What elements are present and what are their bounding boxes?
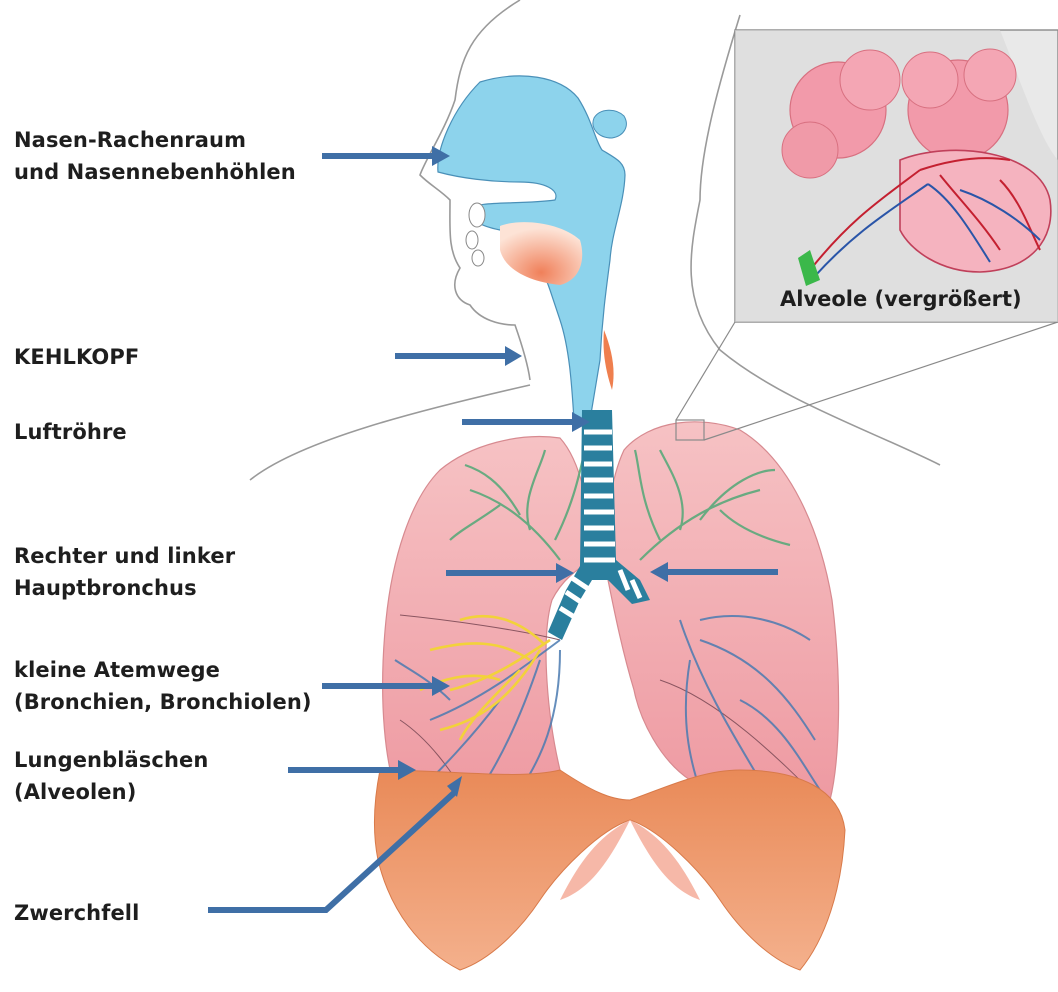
alveole-inset <box>735 30 1058 322</box>
label-alveoli-line2: (Alveolen) <box>14 776 208 808</box>
label-bronchus-line1: Rechter und linker <box>14 540 235 572</box>
label-nasopharynx-line2: und Nasennebenhöhlen <box>14 156 296 188</box>
label-larynx: KEHLKOPF <box>14 341 139 373</box>
label-alveoli: Lungenbläschen (Alveolen) <box>14 744 208 808</box>
upper-airway <box>438 76 627 420</box>
label-small-airways-line1: kleine Atemwege <box>14 654 312 686</box>
label-nasopharynx-line1: Nasen-Rachenraum <box>14 124 296 156</box>
label-small-airways: kleine Atemwege (Bronchien, Bronchiolen) <box>14 654 312 718</box>
zoom-lines <box>676 322 1058 440</box>
label-diaphragm: Zwerchfell <box>14 897 139 929</box>
label-small-airways-line2: (Bronchien, Bronchiolen) <box>14 686 312 718</box>
inset-caption: Alveole (vergrößert) <box>780 287 1022 311</box>
label-nasopharynx: Nasen-Rachenraum und Nasennebenhöhlen <box>14 124 296 188</box>
label-bronchus-line2: Hauptbronchus <box>14 572 235 604</box>
label-bronchus: Rechter und linker Hauptbronchus <box>14 540 235 604</box>
label-trachea: Luftröhre <box>14 416 127 448</box>
label-alveoli-line1: Lungenbläschen <box>14 744 208 776</box>
